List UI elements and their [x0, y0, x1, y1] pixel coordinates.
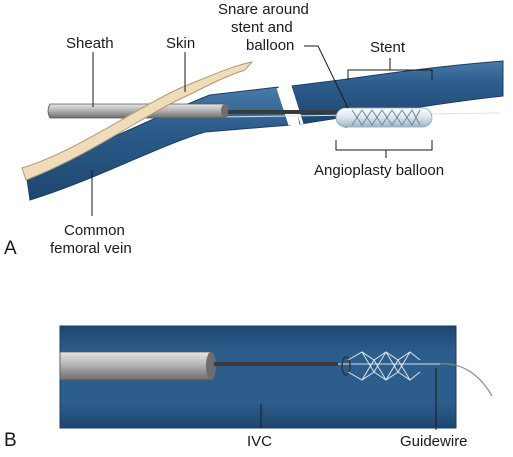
snare-label-line1: Snare around	[218, 1, 309, 18]
balloon-bracket	[335, 140, 433, 151]
inner-catheter-a	[228, 110, 348, 114]
angioplasty-balloon-label: Angioplasty balloon	[314, 162, 444, 179]
guidewire-label: Guidewire	[400, 433, 468, 450]
angioplasty-balloon-a	[335, 107, 433, 128]
panel-a: Sheath Skin Snare around stent and ballo…	[4, 1, 504, 259]
vessel-break-line	[276, 87, 292, 126]
skin-label: Skin	[166, 35, 195, 52]
stent-mesh-a	[351, 109, 421, 126]
vein-label-line2: femoral vein	[50, 240, 132, 257]
vessel-break-line	[288, 85, 304, 125]
snare-label-line2: stent and	[231, 19, 293, 36]
guidewire-b-outer	[439, 363, 493, 397]
sheath-label: Sheath	[66, 35, 114, 52]
stent-label: Stent	[370, 39, 406, 56]
vein-label-line1: Common	[64, 222, 125, 239]
panel-b: IVC Guidewire B	[4, 325, 493, 451]
sheath-tip-a	[221, 104, 229, 118]
snare-leader-line	[304, 45, 349, 109]
snare-loop-b	[341, 356, 351, 376]
sheath-b	[59, 351, 214, 381]
panel-a-label: A	[4, 238, 17, 259]
snare-label-line3: balloon	[246, 37, 294, 54]
inner-catheter-b	[214, 362, 338, 366]
sheath-tip-b	[206, 352, 216, 380]
panel-b-label: B	[4, 430, 17, 451]
stent-b	[347, 351, 421, 381]
ivc-label: IVC	[247, 433, 272, 450]
skin	[21, 61, 254, 181]
